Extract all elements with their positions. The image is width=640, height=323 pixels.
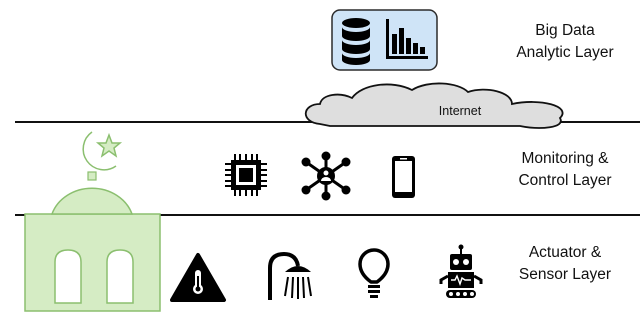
light-bulb-icon <box>358 248 390 298</box>
mosque-icon <box>24 131 161 312</box>
robot-icon <box>439 244 483 298</box>
monitoring-layer-label: Monitoring & Control Layer <box>500 148 630 192</box>
internet-label: Internet <box>438 104 482 118</box>
bar-chart-icon <box>386 19 428 59</box>
monitoring-layer-label-line2: Control Layer <box>518 172 612 189</box>
crescent-star-icon <box>82 131 117 171</box>
big-data-layer-label-line1: Big Data <box>535 22 595 39</box>
internet-cloud <box>304 82 564 129</box>
mosque-door-left <box>54 249 82 304</box>
star-icon <box>95 132 123 158</box>
actuator-layer-label-line2: Sensor Layer <box>518 266 612 283</box>
database-icon <box>342 18 370 65</box>
monitoring-layer-label-line1: Monitoring & <box>521 150 609 167</box>
actuator-layer-label: Actuator & Sensor Layer <box>500 242 630 286</box>
chip-icon <box>225 154 267 196</box>
smartphone-icon <box>392 156 415 198</box>
network-hub-icon <box>301 151 351 201</box>
mosque-door-right <box>106 249 134 304</box>
analytic-box <box>331 9 438 71</box>
actuator-layer-label-line1: Actuator & <box>528 244 602 261</box>
big-data-layer-label-line2: Analytic Layer <box>516 44 614 61</box>
shower-icon <box>268 251 312 300</box>
temperature-warning-icon <box>170 253 226 302</box>
big-data-layer-label: Big Data Analytic Layer <box>500 20 630 64</box>
